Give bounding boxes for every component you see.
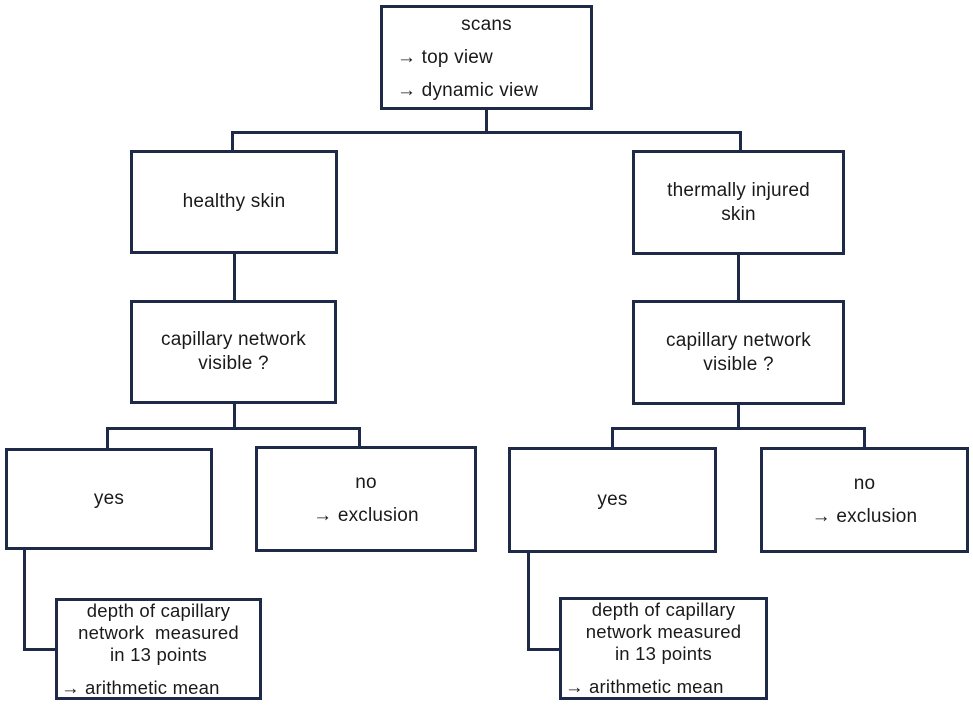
node-depth-measured-left: depth of capillary network measured in 1… [55, 598, 262, 700]
node-capillary-right-line1: capillary network [666, 329, 811, 351]
node-depth-right-arithmetic-mean: → arithmetic mean [565, 676, 724, 697]
node-yes-right-label: yes [597, 489, 628, 510]
node-yes-left-label: yes [93, 488, 125, 509]
connector-drop-healthy [231, 131, 234, 150]
node-no-exclusion-right: no → exclusion [760, 447, 969, 553]
connector-healthy-capillary [233, 253, 236, 300]
node-yes-right: yes [508, 447, 717, 553]
node-scans-dynamic-view: → dynamic view [397, 80, 539, 101]
node-depth-left-line3: in 13 points [109, 643, 208, 665]
connector-yes-right-down [527, 552, 530, 651]
connector-yes-left-down [23, 549, 26, 651]
node-capillary-left-line1: capillary network [161, 329, 306, 350]
node-scans-top-view: → top view [397, 47, 493, 68]
connector-yes-left-elbow [23, 648, 57, 651]
node-capillary-left-line2: visible ? [198, 353, 269, 374]
node-thermal-line1: thermally injured [667, 179, 810, 201]
connector-drop-yes-left [106, 427, 109, 448]
connector-top-stem [485, 108, 488, 134]
connector-thermal-capillary [737, 254, 740, 300]
node-healthy-skin-label: healthy skin [182, 191, 286, 212]
node-no-left-line1: no [355, 472, 377, 493]
node-depth-left-line1: depth of capillary [86, 599, 231, 621]
node-capillary-right-line2: visible ? [703, 353, 774, 375]
connector-drop-no-left [358, 427, 361, 446]
connector-capillary-right-stem [737, 404, 740, 430]
node-thermally-injured-skin: thermally injured skin [632, 150, 845, 255]
node-scans: scans → top view → dynamic view [380, 5, 593, 110]
node-depth-left-arithmetic-mean: → arithmetic mean [61, 676, 220, 698]
connector-right-horizontal [611, 427, 866, 430]
connector-drop-yes-right [611, 427, 614, 447]
node-depth-right-line3: in 13 points [614, 643, 713, 664]
node-no-right-line2: → exclusion [811, 506, 918, 527]
connector-left-horizontal [106, 427, 361, 430]
node-capillary-visible-left: capillary network visible ? [130, 300, 337, 404]
connector-capillary-left-stem [233, 402, 236, 430]
node-no-left-line2: → exclusion [313, 505, 419, 526]
connector-yes-right-elbow [527, 648, 561, 651]
node-depth-right-line1: depth of capillary [591, 599, 736, 620]
node-capillary-visible-right: capillary network visible ? [632, 300, 845, 405]
node-yes-left: yes [5, 448, 213, 550]
node-healthy-skin: healthy skin [130, 150, 338, 254]
node-no-exclusion-left: no → exclusion [255, 446, 477, 552]
node-scans-title: scans [461, 14, 512, 35]
node-thermal-line2: skin [721, 203, 756, 225]
node-depth-right-line2: network measured [585, 621, 742, 642]
connector-drop-no-right [863, 427, 866, 447]
node-no-right-line1: no [853, 473, 876, 494]
node-depth-left-line2: network measured [78, 621, 239, 643]
connector-drop-thermal [739, 131, 742, 150]
node-depth-measured-right: depth of capillary network measured in 1… [559, 597, 768, 700]
connector-top-horizontal [231, 131, 742, 134]
